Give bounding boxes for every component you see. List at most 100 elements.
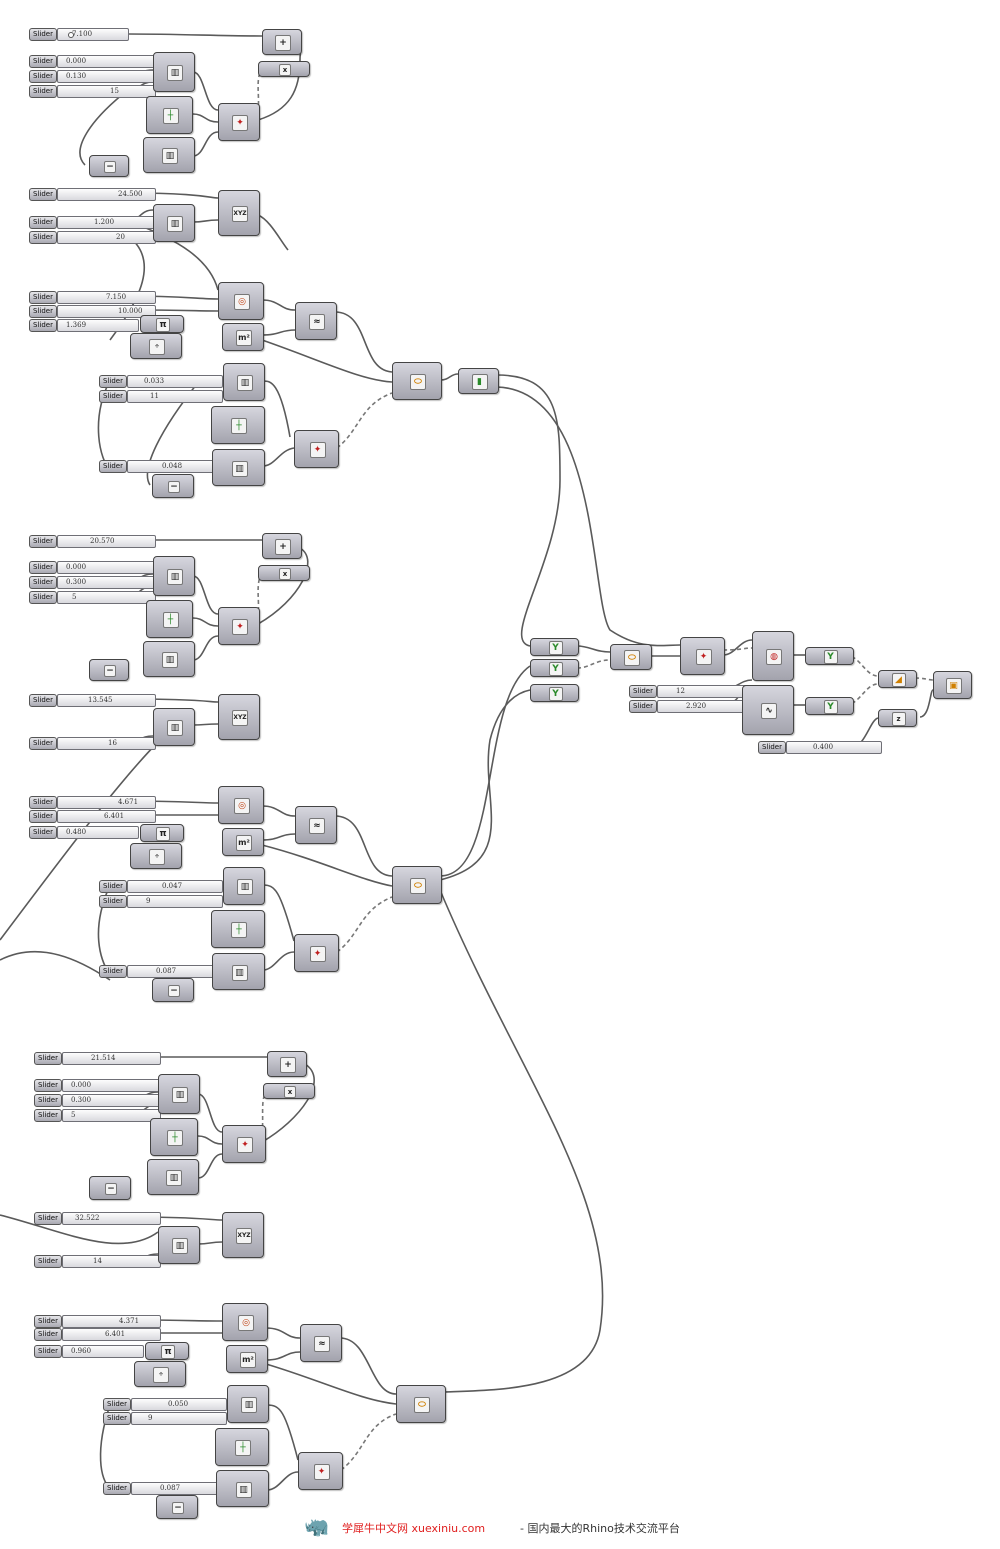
slider-rail[interactable]: 0.087 bbox=[131, 1482, 221, 1495]
slider-rail[interactable]: 1.200 bbox=[57, 216, 156, 229]
series-component[interactable]: ▥ bbox=[153, 52, 195, 92]
slider-rail[interactable]: 10.000 bbox=[57, 305, 156, 318]
evaluate-curve-component[interactable]: ≈ bbox=[295, 806, 337, 844]
circle-component[interactable]: ◎ bbox=[218, 282, 264, 320]
vector-component[interactable]: ✦ bbox=[294, 430, 339, 468]
series-component[interactable]: ▥ bbox=[143, 137, 195, 173]
division-component[interactable]: ÷ bbox=[130, 333, 182, 359]
tree-component[interactable]: Y bbox=[530, 638, 579, 656]
slider-rail[interactable]: 0.400 bbox=[786, 741, 882, 754]
extrude-component[interactable]: ▣ bbox=[933, 671, 972, 699]
vector-component[interactable]: ✦ bbox=[298, 1452, 343, 1490]
slider-rail[interactable]: 0.047 bbox=[127, 880, 223, 893]
slider-rail[interactable]: 16 bbox=[57, 737, 156, 750]
slider-rail[interactable]: 21.514 bbox=[62, 1052, 161, 1065]
slider-rail[interactable]: 4.371 bbox=[62, 1315, 161, 1328]
subtraction-component[interactable]: − bbox=[152, 978, 194, 1002]
slider-rail[interactable]: 14 bbox=[62, 1255, 161, 1268]
slider-rail[interactable]: 11 bbox=[127, 390, 223, 403]
series-component[interactable]: ▥ bbox=[147, 1159, 199, 1195]
expression-component[interactable]: x bbox=[263, 1083, 315, 1099]
vector-component[interactable]: ✦ bbox=[218, 607, 260, 645]
point-xyz-component[interactable]: XYZ bbox=[218, 694, 260, 740]
slider-rail[interactable]: 7.100 bbox=[57, 28, 129, 41]
division-component[interactable]: ÷ bbox=[130, 843, 182, 869]
slider-rail[interactable]: 0.130 bbox=[57, 70, 156, 83]
divide-curve-component[interactable]: ∿ bbox=[742, 685, 794, 735]
circle-component[interactable]: ◎ bbox=[218, 786, 264, 824]
series-component[interactable]: ▥ bbox=[223, 867, 265, 905]
tree-component[interactable]: Y bbox=[530, 684, 579, 702]
series-component[interactable]: ▥ bbox=[212, 953, 265, 990]
area-component[interactable]: m² bbox=[226, 1345, 268, 1373]
area-component[interactable]: m² bbox=[222, 828, 264, 856]
evaluate-curve-component[interactable]: ≈ bbox=[295, 302, 337, 340]
pi-component[interactable]: π bbox=[145, 1342, 189, 1360]
series-component[interactable]: ▥ bbox=[143, 641, 195, 677]
vector-component[interactable]: ✦ bbox=[294, 934, 339, 972]
loft-component[interactable]: ◢ bbox=[878, 670, 917, 688]
slider-rail[interactable]: 12 bbox=[657, 685, 753, 698]
division-component[interactable]: ÷ bbox=[134, 1361, 186, 1387]
surface-component[interactable]: ⬭ bbox=[610, 644, 652, 670]
slider-grip[interactable] bbox=[68, 32, 74, 38]
slider-rail[interactable]: 2.920 bbox=[657, 700, 753, 713]
slider-rail[interactable]: 0.300 bbox=[62, 1094, 161, 1107]
slider-rail[interactable]: 0.480 bbox=[57, 826, 139, 839]
surface-component[interactable]: ⬭ bbox=[392, 362, 442, 400]
slider-rail[interactable]: 4.671 bbox=[57, 796, 156, 809]
list-item-component[interactable]: ▮ bbox=[458, 368, 499, 394]
series-component[interactable]: ▥ bbox=[212, 449, 265, 486]
expression-component[interactable]: x bbox=[258, 565, 310, 581]
surface-component[interactable]: ⬭ bbox=[392, 866, 442, 904]
pi-component[interactable]: π bbox=[140, 315, 184, 333]
tree-component[interactable]: Y bbox=[805, 697, 854, 715]
slider-rail[interactable]: 24.500 bbox=[57, 188, 156, 201]
slider-rail[interactable]: 20 bbox=[57, 231, 156, 244]
pi-component[interactable]: π bbox=[140, 824, 184, 842]
slider-rail[interactable]: 0.048 bbox=[127, 460, 217, 473]
series-component[interactable]: ▥ bbox=[153, 204, 195, 242]
slider-rail[interactable]: 15 bbox=[57, 85, 156, 98]
series-component[interactable]: ┼ bbox=[211, 406, 265, 444]
point-xyz-component[interactable]: XYZ bbox=[222, 1212, 264, 1258]
slider-rail[interactable]: 0.000 bbox=[57, 55, 156, 68]
subtraction-component[interactable]: − bbox=[89, 1176, 131, 1200]
slider-rail[interactable]: 32.522 bbox=[62, 1212, 161, 1225]
series-component[interactable]: ▥ bbox=[223, 363, 265, 401]
unit-z-component[interactable]: z bbox=[878, 709, 917, 727]
tree-component[interactable]: Y bbox=[805, 647, 854, 665]
slider-rail[interactable]: 6.401 bbox=[57, 810, 156, 823]
slider-rail[interactable]: 20.570 bbox=[57, 535, 156, 548]
series-component[interactable]: ┼ bbox=[211, 910, 265, 948]
series-component[interactable]: ▥ bbox=[227, 1385, 269, 1423]
series-component[interactable]: ▥ bbox=[158, 1226, 200, 1264]
subtraction-component[interactable]: − bbox=[156, 1495, 198, 1519]
slider-rail[interactable]: 7.150 bbox=[57, 291, 156, 304]
vector-component[interactable]: ✦ bbox=[222, 1125, 266, 1163]
vector-component[interactable]: ✦ bbox=[680, 637, 725, 675]
slider-rail[interactable]: 13.545 bbox=[57, 694, 156, 707]
slider-rail[interactable]: 5 bbox=[57, 591, 156, 604]
slider-rail[interactable]: 9 bbox=[127, 895, 223, 908]
surface-component[interactable]: ⬭ bbox=[396, 1385, 446, 1423]
series-component[interactable]: ▥ bbox=[158, 1074, 200, 1114]
slider-rail[interactable]: 0.033 bbox=[127, 375, 223, 388]
series-component[interactable]: ┼ bbox=[215, 1428, 269, 1466]
slider-rail[interactable]: 1.369 bbox=[57, 319, 139, 332]
area-component[interactable]: m² bbox=[222, 323, 264, 351]
slider-rail[interactable]: 0.000 bbox=[57, 561, 156, 574]
series-component[interactable]: ┼ bbox=[146, 96, 193, 134]
circle-component[interactable]: ◎ bbox=[222, 1303, 268, 1341]
slider-rail[interactable]: 6.401 bbox=[62, 1328, 161, 1341]
slider-rail[interactable]: 0.300 bbox=[57, 576, 156, 589]
slider-rail[interactable]: 0.050 bbox=[131, 1398, 227, 1411]
contour-component[interactable]: ◍ bbox=[752, 631, 794, 681]
series-component[interactable]: ┼ bbox=[146, 600, 193, 638]
addition-component[interactable]: + bbox=[262, 533, 302, 559]
vector-component[interactable]: ✦ bbox=[218, 103, 260, 141]
slider-rail[interactable]: 9 bbox=[131, 1412, 227, 1425]
series-component[interactable]: ▥ bbox=[153, 708, 195, 746]
addition-component[interactable]: + bbox=[267, 1051, 307, 1077]
